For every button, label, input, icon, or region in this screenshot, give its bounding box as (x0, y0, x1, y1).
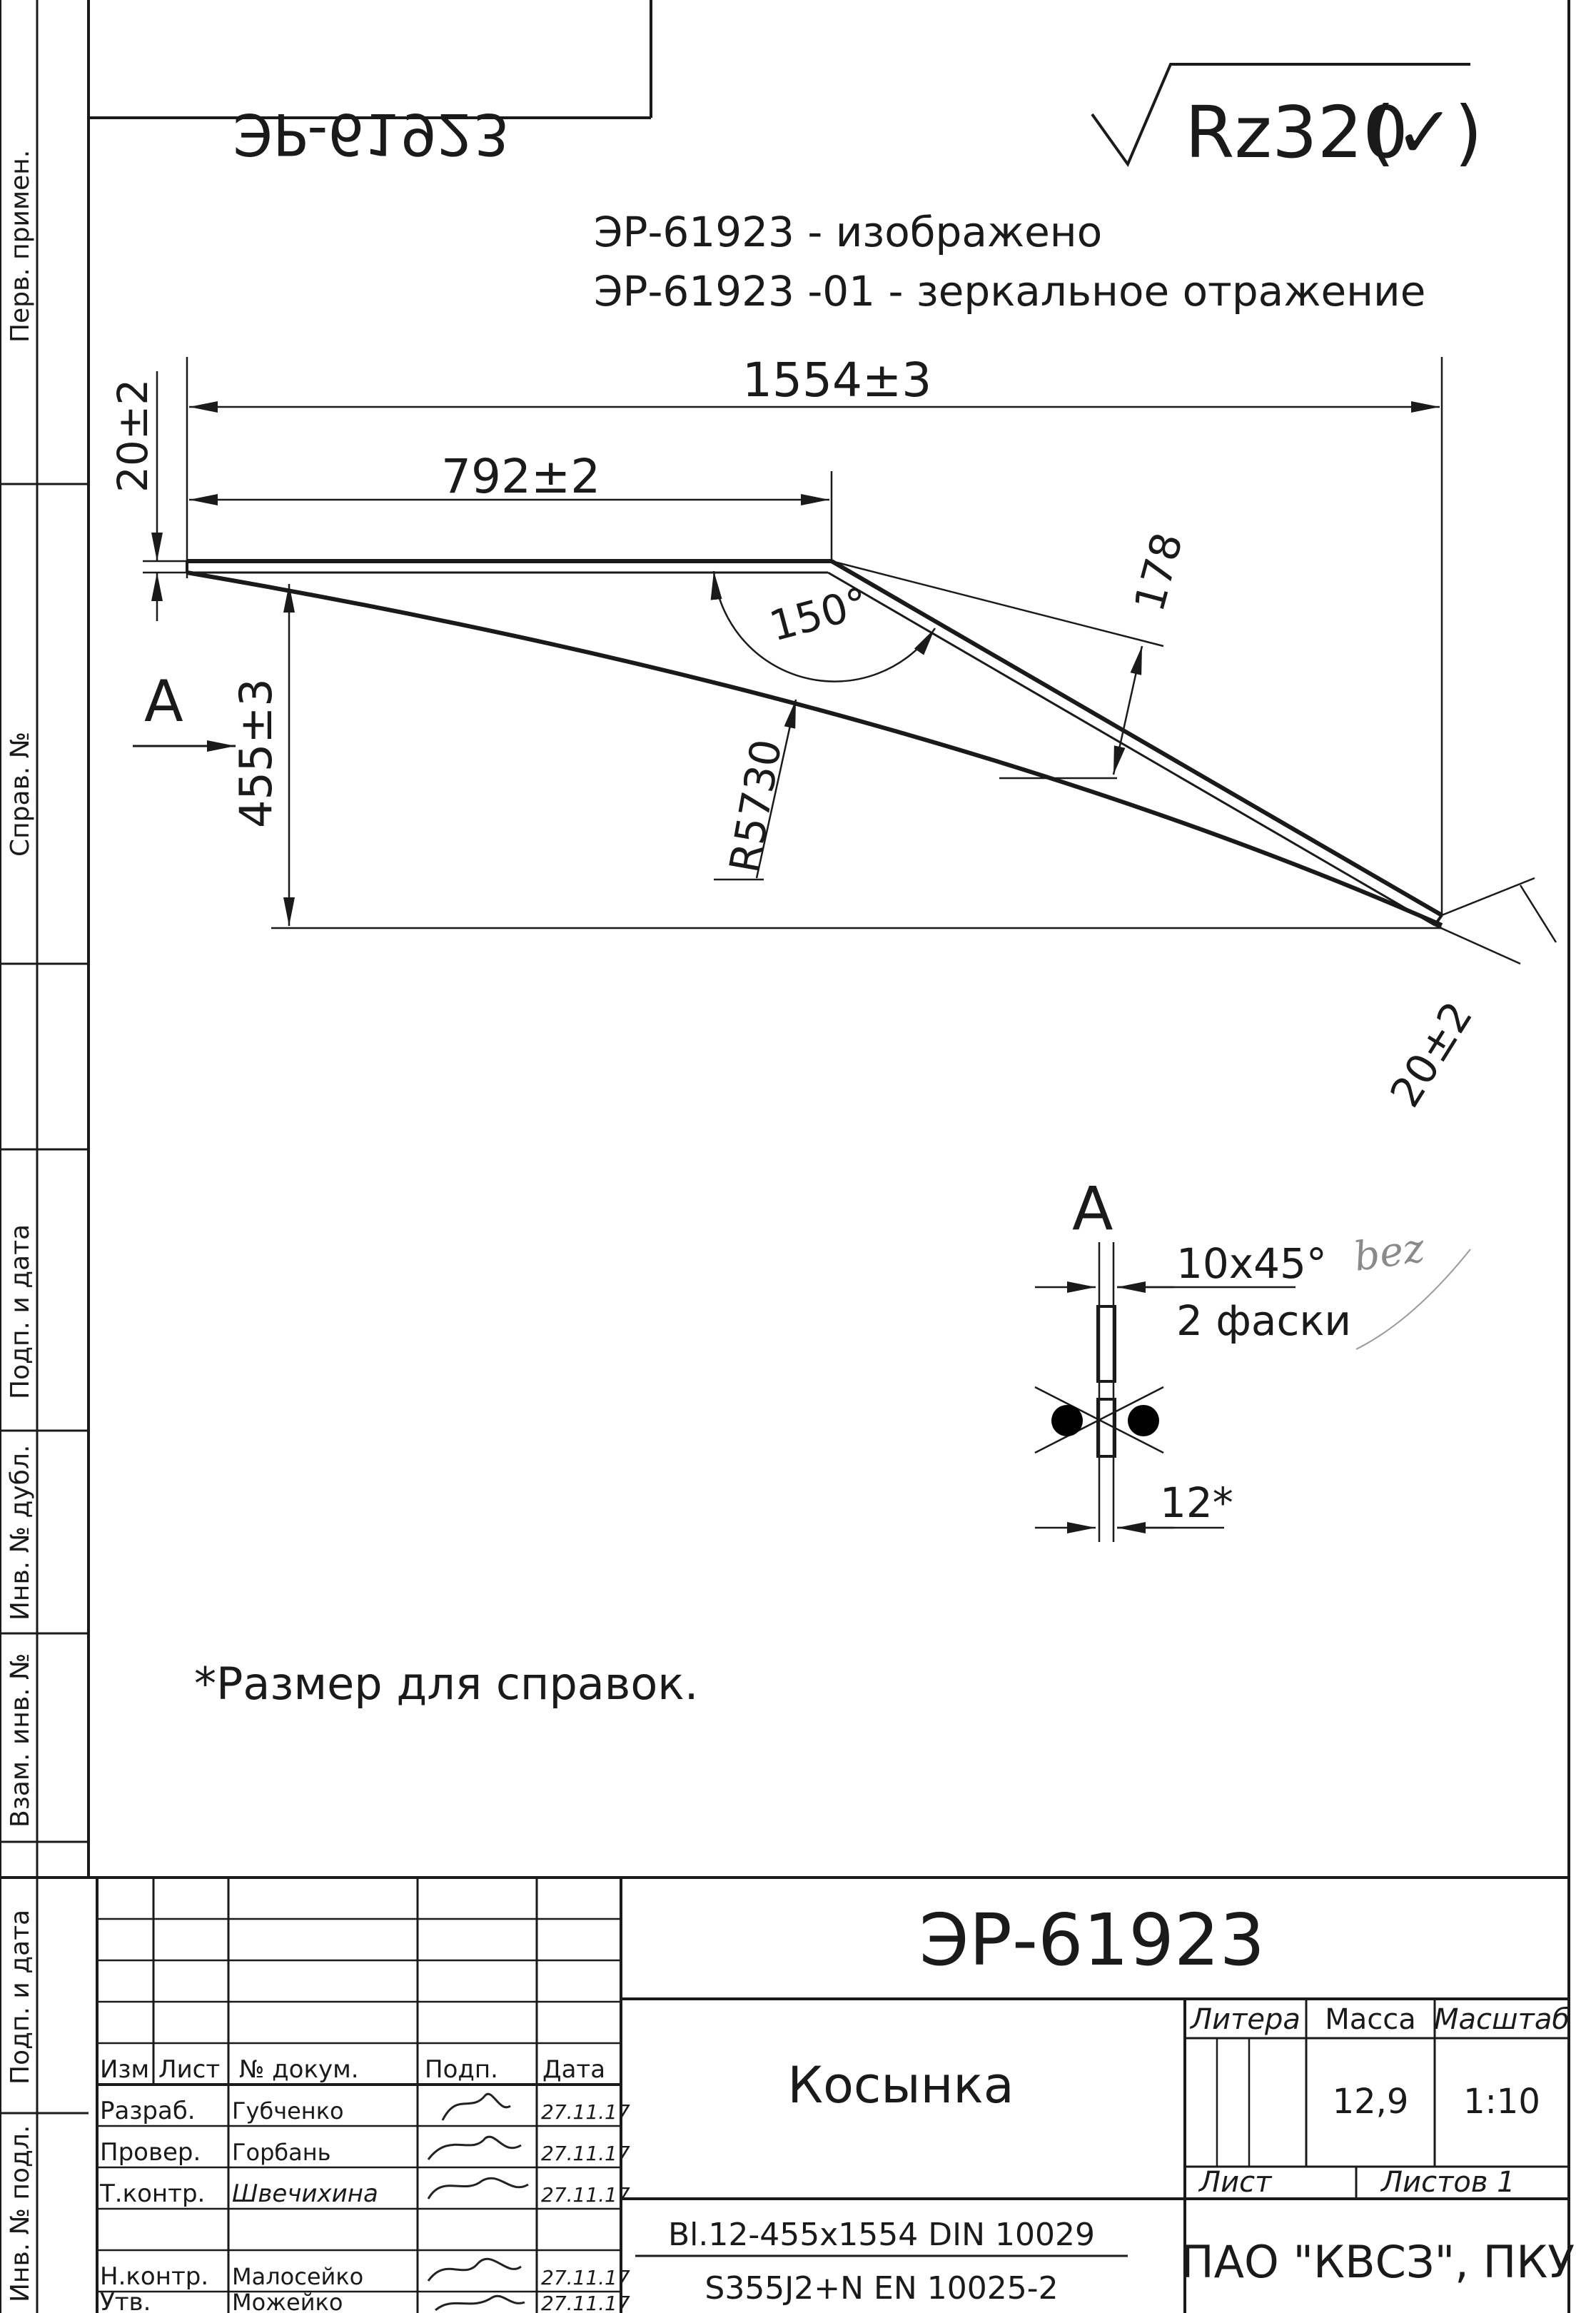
title-organization: ПАО "КВСЗ", ПКУ (1181, 2236, 1575, 2288)
footnote-reference-size: *Размер для справок. (194, 1658, 698, 1710)
note-mirror-variant: ЭР-61923 -01 - зеркальное отражение (594, 267, 1425, 316)
dim-height: 455±3 (230, 678, 282, 828)
handwritten-stroke (1355, 1249, 1471, 1350)
role-date: 27.11.17 (541, 2292, 630, 2313)
title-material-grade: S355J2+N EN 10025-2 (704, 2270, 1058, 2307)
header-sign: Подп. (425, 2055, 498, 2084)
signature-mark (427, 2177, 529, 2199)
side-label-vzam-inv: Взам. инв. № (6, 1653, 35, 1828)
role-name: Малосейко (232, 2263, 363, 2290)
handwritten-note: bez (1351, 1225, 1428, 1281)
roughness-symbol (1091, 63, 1470, 168)
title-material-standard: Bl.12-455x1554 DIN 10029 (668, 2217, 1095, 2253)
header-izm: Изм (100, 2055, 149, 2084)
side-label-podp-data-2: Подп. и дата (6, 1910, 35, 2085)
section-label-a: A (1072, 1174, 1113, 1244)
role-row: Утв. Можейко 27.11.17 (100, 2288, 630, 2313)
note-drawn-variant: ЭР-61923 - изображено (594, 208, 1102, 256)
chamfer-note: 2 фаски (1176, 1296, 1351, 1345)
label-listov: Листов 1 (1380, 2166, 1515, 2199)
signature-mark (441, 2092, 511, 2121)
role-row: Провер. Горбань 27.11.17 (100, 2135, 630, 2167)
side-label-perv-primen: Перв. примен. (6, 150, 35, 343)
label-massa: Масса (1325, 2003, 1416, 2036)
dim-angle: 150° (764, 578, 874, 651)
signature-mark (427, 2257, 522, 2282)
role-row: Н.контр. Малосейко 27.11.17 (100, 2257, 630, 2291)
roughness-value: Rz320 (1185, 91, 1408, 174)
dim-left-edge: 20±2 (108, 379, 157, 493)
role-label: Разраб. (100, 2097, 196, 2125)
title-block-grid (96, 1878, 1569, 2313)
dim-radius: R5730 (720, 736, 792, 877)
chamfer-size: 10x45° (1176, 1239, 1327, 1288)
side-column-grid (0, 0, 89, 2313)
role-label: Провер. (100, 2138, 201, 2167)
role-date: 27.11.17 (541, 2100, 630, 2124)
role-date: 27.11.17 (541, 2183, 630, 2207)
dim-diagonal: 178 (1125, 528, 1192, 617)
role-label: Т.контр. (99, 2180, 205, 2208)
role-name: Швечихина (232, 2180, 378, 2208)
title-part-name: Косынка (787, 2056, 1014, 2115)
section-a-detail (1034, 1242, 1296, 1542)
dimension-lines (133, 357, 1557, 965)
label-masshtab: Масштаб (1434, 2003, 1570, 2036)
dim-upper-length: 792±2 (441, 449, 600, 504)
roughness-parenthetical: (✓) (1367, 91, 1483, 174)
role-name: Можейко (232, 2289, 343, 2313)
mass-value: 12,9 (1333, 2082, 1409, 2122)
thickness-reference: 12* (1160, 1478, 1233, 1527)
role-name: Губченко (232, 2097, 344, 2125)
side-label-inv-podl: Инв. № подл. (6, 2125, 35, 2302)
signature-mark (435, 2294, 525, 2312)
role-name: Горбань (232, 2139, 331, 2166)
role-row: Т.контр. Швечихина 27.11.17 (99, 2177, 630, 2208)
dim-overall-length: 1554±3 (742, 353, 931, 408)
label-list: Лист (1198, 2166, 1273, 2199)
header-date: Дата (542, 2055, 605, 2084)
role-row: Разраб. Губченко 27.11.17 (100, 2092, 630, 2125)
scale-value: 1:10 (1463, 2082, 1540, 2122)
header-doc-no: № докум. (239, 2055, 359, 2084)
side-label-inv-dubl: Инв. № дубл. (6, 1445, 35, 1621)
header-list: Лист (158, 2055, 220, 2084)
mirrored-designation-stamp: ЭР-61923 (233, 101, 509, 167)
signature-mark (427, 2135, 522, 2160)
side-label-sprav-no: Справ. № (6, 732, 35, 857)
title-designation: ЭР-61923 (919, 1898, 1265, 1982)
label-litera: Литера (1189, 2003, 1300, 2036)
side-column-labels: Перв. примен. Справ. № Подп. и дата Инв.… (6, 150, 35, 2302)
role-date: 27.11.17 (541, 2266, 630, 2289)
role-date: 27.11.17 (541, 2142, 630, 2165)
side-label-podp-data-1: Подп. и дата (6, 1224, 35, 1399)
dim-right-edge: 20±2 (1380, 993, 1482, 1115)
role-label: Утв. (100, 2288, 151, 2313)
role-label: Н.контр. (100, 2262, 208, 2291)
view-label-a: A (144, 668, 183, 735)
